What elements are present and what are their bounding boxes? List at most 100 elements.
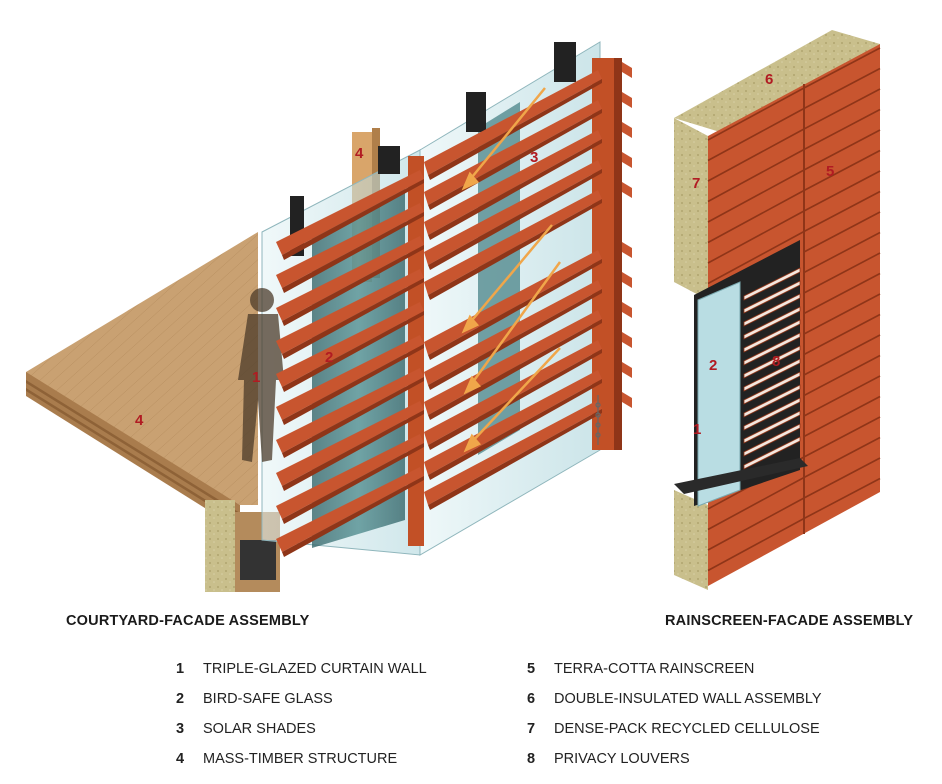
privacy-louver xyxy=(743,280,801,314)
shade-stub xyxy=(622,272,632,288)
rainscreen-tile-joint xyxy=(803,272,881,315)
solar-shade xyxy=(276,335,424,420)
solar-shade xyxy=(424,280,602,385)
privacy-louver xyxy=(743,371,801,405)
rainscreen-tile-joint xyxy=(803,416,881,458)
solar-shade xyxy=(424,400,602,505)
privacy-louvers xyxy=(743,267,801,470)
privacy-louver xyxy=(743,319,801,353)
callout-3-shades: 3 xyxy=(530,149,538,166)
legend-number: 8 xyxy=(527,751,536,767)
legend-item-3: 3 SOLAR SHADES xyxy=(176,721,316,737)
rainscreen-tile-joint xyxy=(803,231,881,274)
shade-stub xyxy=(622,92,632,108)
rainscreen-tile-joint xyxy=(707,128,805,182)
privacy-louver xyxy=(743,332,801,366)
window-glass xyxy=(697,281,741,507)
caption-courtyard-facade: COURTYARD-FACADE ASSEMBLY xyxy=(66,613,310,629)
rainscreen-tile-joint xyxy=(707,517,805,572)
legend-item-8: 8 PRIVACY LOUVERS xyxy=(527,751,690,767)
rainscreen-tile-joint xyxy=(707,107,805,162)
legend-label: DENSE-PACK RECYCLED CELLULOSE xyxy=(554,721,820,737)
caption-rainscreen-facade: RAINSCREEN-FACADE ASSEMBLY xyxy=(665,613,914,629)
rainscreen-tile-joint xyxy=(803,108,881,151)
wall-side-insulation xyxy=(674,118,708,300)
callout-7-cellulose: 7 xyxy=(692,175,700,192)
shade-stub xyxy=(622,392,632,408)
rainscreen-assembly: 6 7 5 2 8 1 xyxy=(674,30,881,590)
privacy-louver xyxy=(743,358,801,392)
privacy-louver xyxy=(743,436,801,470)
solar-shade-underside xyxy=(282,377,424,458)
shade-stub xyxy=(622,242,632,258)
legend-number: 7 xyxy=(527,721,536,737)
shade-stub xyxy=(622,362,632,378)
rainscreen-tile-joint xyxy=(803,375,881,417)
solar-shade xyxy=(276,203,424,288)
shade-stub xyxy=(622,332,632,348)
callout-4-floor: 4 xyxy=(135,412,144,429)
legend-number: 4 xyxy=(176,751,185,767)
rainscreen-tile-joint xyxy=(707,476,805,531)
person-silhouette xyxy=(238,288,284,462)
rainscreen-tile-joint xyxy=(707,148,805,203)
legend-label: DOUBLE-INSULATED WALL ASSEMBLY xyxy=(554,691,822,707)
shade-stub xyxy=(622,122,632,138)
rainscreen-tile-joint xyxy=(803,88,881,130)
rainscreen-tile-joint xyxy=(803,149,881,192)
sun-ray-arrows xyxy=(461,87,562,453)
rainscreen-tile-joint xyxy=(803,129,881,171)
callout-2-glass: 2 xyxy=(709,357,717,374)
rainscreen-tile-joint xyxy=(803,67,881,110)
rainscreen-tile-joint xyxy=(803,395,881,438)
privacy-louver xyxy=(743,293,801,327)
solar-shade xyxy=(276,269,424,354)
solar-shade-underside xyxy=(428,259,602,360)
solar-shade xyxy=(276,236,424,321)
legend-number: 5 xyxy=(527,661,536,677)
solar-shade-underside xyxy=(428,409,602,510)
timber-deck-edge-lines-2 xyxy=(26,388,240,524)
solar-shade-underside xyxy=(282,476,424,557)
solar-shade xyxy=(276,434,424,519)
rainscreen-tile-joint xyxy=(803,190,881,233)
rainscreen-tile-joint xyxy=(803,170,881,212)
legend-item-7: 7 DENSE-PACK RECYCLED CELLULOSE xyxy=(527,721,820,737)
facade-diagram: 4 3 1 2 4 6 7 5 2 8 1 xyxy=(26,30,881,592)
privacy-louver xyxy=(743,384,801,418)
solar-shade xyxy=(276,302,424,387)
legend-number: 3 xyxy=(176,721,185,737)
callout-6-wall: 6 xyxy=(765,71,773,88)
privacy-louver xyxy=(743,267,801,301)
solar-shade xyxy=(276,170,424,255)
timber-deck-top xyxy=(26,232,258,505)
wall-base-insulation xyxy=(674,490,708,590)
solar-shade-underside xyxy=(282,278,424,359)
solar-shade-underside xyxy=(282,212,424,293)
legend-label: BIRD-SAFE GLASS xyxy=(203,691,333,707)
rainscreen-tile-joint xyxy=(803,47,881,89)
rainscreen-tile-joint xyxy=(803,211,881,253)
callout-1-curtain-wall: 1 xyxy=(252,369,260,386)
callout-5-rainscreen: 5 xyxy=(826,163,834,180)
solar-shade-underside xyxy=(428,169,602,270)
callout-2-glass: 2 xyxy=(325,349,333,366)
solar-shade xyxy=(276,401,424,486)
solar-shade-underside xyxy=(282,443,424,524)
legend-label: PRIVACY LOUVERS xyxy=(554,751,690,767)
privacy-louver xyxy=(743,345,801,379)
legend-label: SOLAR SHADES xyxy=(203,721,316,737)
callout-8-louvers: 8 xyxy=(772,353,780,370)
solar-shade xyxy=(424,130,602,235)
rainscreen-tile-joint xyxy=(803,313,881,356)
rainscreen-tiles xyxy=(707,47,881,572)
window-sill xyxy=(674,458,808,494)
legend-label: TRIPLE-GLAZED CURTAIN WALL xyxy=(203,661,427,677)
privacy-louver xyxy=(743,423,801,457)
sill-steel xyxy=(240,540,276,580)
rainscreen-tile-joint xyxy=(803,334,881,376)
mullion xyxy=(378,146,400,174)
